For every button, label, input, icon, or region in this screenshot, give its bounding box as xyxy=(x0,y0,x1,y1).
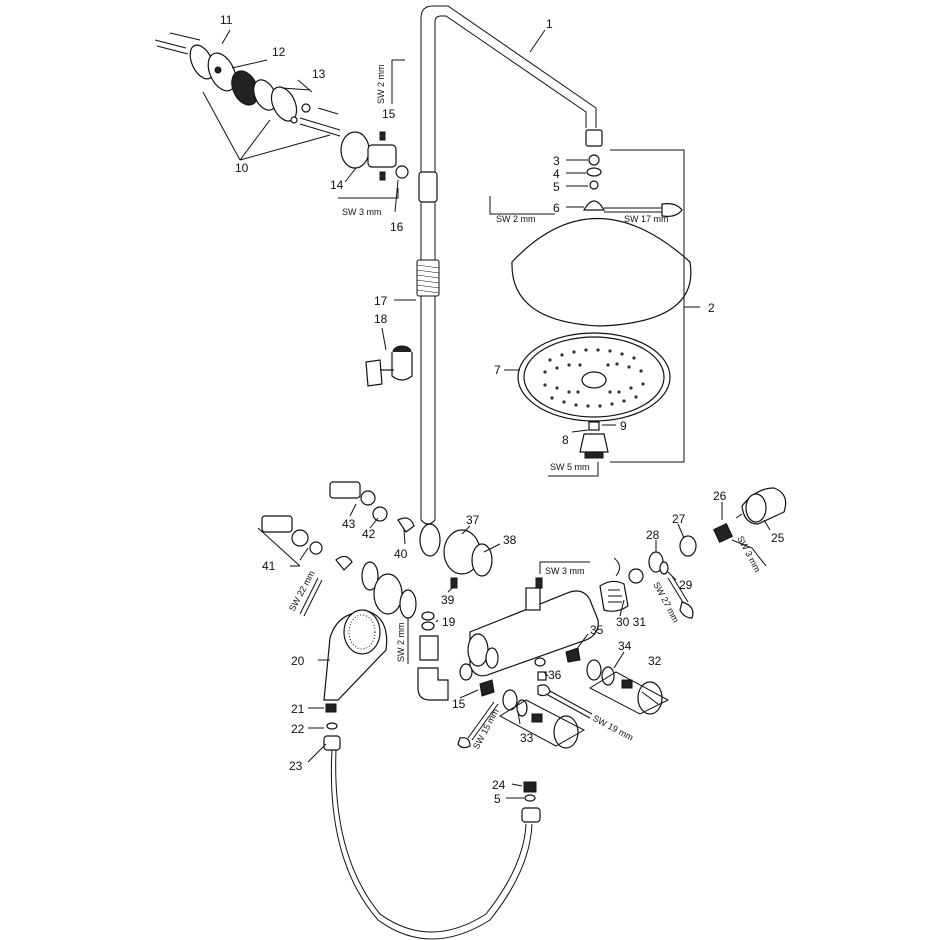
label-33: 33 xyxy=(520,731,534,745)
label-40: 40 xyxy=(394,547,408,561)
label-23: 23 xyxy=(289,759,303,773)
label-6: 6 xyxy=(553,201,560,215)
hex-key-2mm-b xyxy=(489,196,555,215)
label-3: 3 xyxy=(553,154,560,168)
diverter-knob-parts xyxy=(534,647,663,715)
spray-nozzles xyxy=(543,348,645,408)
spanner-27mm xyxy=(667,575,694,619)
label-16: 16 xyxy=(390,220,404,234)
label-17: 17 xyxy=(374,294,388,308)
label-8: 8 xyxy=(562,433,569,447)
label-10: 10 xyxy=(235,161,249,175)
hand-shower-holder xyxy=(365,345,413,387)
tool-label-sw2-head: SW 2 mm xyxy=(496,214,536,224)
wall-mount-group xyxy=(154,32,409,181)
label-5-lower: 5 xyxy=(494,792,501,806)
overhead-shower-group xyxy=(511,129,692,459)
label-15-lower: 15 xyxy=(452,697,466,711)
label-5: 5 xyxy=(553,180,560,194)
hex-key-3mm-b xyxy=(539,561,590,574)
label-13: 13 xyxy=(312,67,326,81)
tool-label-sw2-elbow: SW 2 mm xyxy=(396,623,406,663)
elbow-connector xyxy=(417,611,473,701)
label-38: 38 xyxy=(503,533,517,547)
label-12: 12 xyxy=(272,45,286,59)
tool-label-sw19: SW 19 mm xyxy=(591,713,635,743)
riser-pipe xyxy=(420,5,597,525)
label-37: 37 xyxy=(466,513,480,527)
label-2: 2 xyxy=(708,301,715,315)
label-39: 39 xyxy=(441,593,455,607)
label-19: 19 xyxy=(442,615,456,629)
label-25: 25 xyxy=(771,531,785,545)
thermostat-body xyxy=(467,577,599,677)
label-4: 4 xyxy=(553,167,560,181)
hex-key-3mm-c xyxy=(731,539,767,567)
spanner-22mm xyxy=(299,577,323,617)
thermostat-cartridge xyxy=(599,557,644,612)
tool-label-sw3-knob: SW 3 mm xyxy=(735,534,762,574)
label-22: 22 xyxy=(291,722,305,736)
label-11: 11 xyxy=(220,13,233,27)
label-30-31: 30 31 xyxy=(616,615,646,629)
label-24: 24 xyxy=(492,778,506,792)
label-28: 28 xyxy=(646,528,660,542)
label-42: 42 xyxy=(362,527,376,541)
label-18: 18 xyxy=(374,312,388,326)
label-26: 26 xyxy=(713,489,727,503)
hex-key-3mm xyxy=(338,188,399,199)
part-labels: 1 2 3 4 5 6 7 8 9 10 11 12 13 14 15 16 1… xyxy=(220,13,785,806)
wall-connector-group xyxy=(261,481,493,619)
label-9: 9 xyxy=(620,419,627,433)
label-41: 41 xyxy=(262,559,276,573)
tool-label-sw17: SW 17 mm xyxy=(624,214,669,224)
label-14: 14 xyxy=(330,178,344,192)
tool-label-sw3-top: SW 3 mm xyxy=(342,207,382,217)
temperature-knob-parts xyxy=(648,487,787,575)
spanner-15mm xyxy=(457,701,499,749)
tool-label-sw22: SW 22 mm xyxy=(287,569,317,613)
tool-label-sw27: SW 27 mm xyxy=(651,580,681,624)
tool-label-sw5: SW 5 mm xyxy=(550,462,590,472)
label-35: 35 xyxy=(590,623,604,637)
label-43: 43 xyxy=(342,517,356,531)
label-34: 34 xyxy=(618,639,632,653)
label-36: 36 xyxy=(548,668,562,682)
spanner-17mm xyxy=(604,203,683,217)
label-27: 27 xyxy=(672,512,686,526)
label-32: 32 xyxy=(648,654,662,668)
spanner-19mm xyxy=(537,684,593,719)
label-15-top: 15 xyxy=(382,107,396,121)
label-1: 1 xyxy=(546,17,553,31)
tool-label-sw3-body: SW 3 mm xyxy=(545,566,585,576)
tool-label-sw2-top: SW 2 mm xyxy=(376,65,386,105)
shower-hose xyxy=(323,735,541,940)
hex-key-2mm xyxy=(391,59,405,104)
hex-key-5mm xyxy=(548,462,599,477)
label-21: 21 xyxy=(291,702,305,716)
label-7: 7 xyxy=(494,363,501,377)
pipe-collar xyxy=(418,171,438,203)
label-29: 29 xyxy=(679,578,693,592)
hand-shower xyxy=(323,609,388,730)
label-20: 20 xyxy=(291,654,305,668)
